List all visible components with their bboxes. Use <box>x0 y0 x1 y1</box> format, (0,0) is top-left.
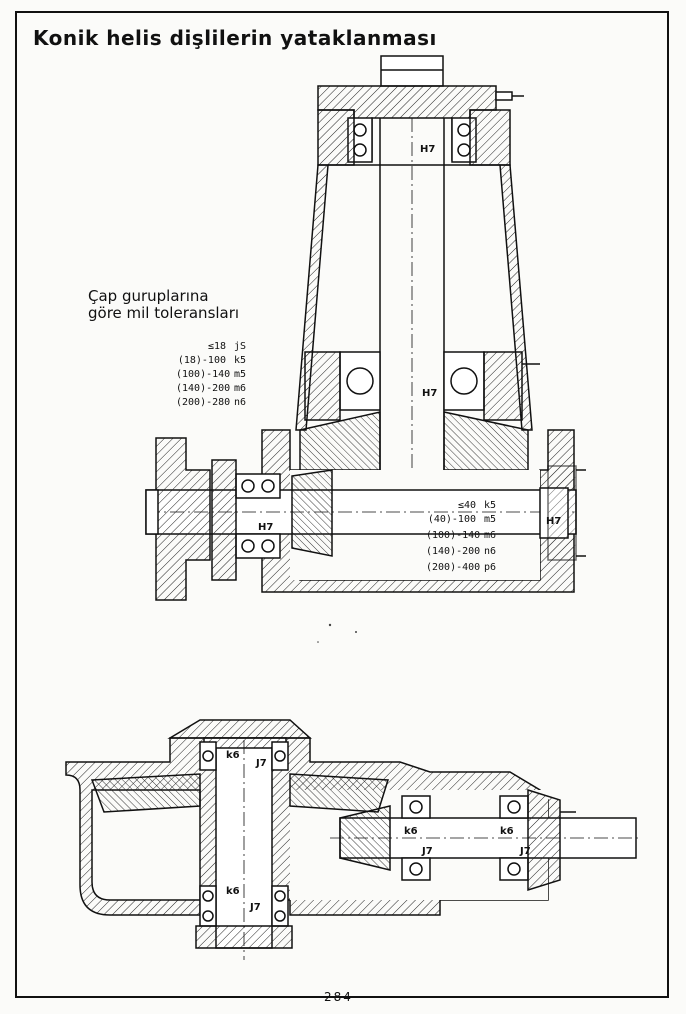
page-frame <box>15 11 669 998</box>
fit-mark-h7: H7 <box>420 144 436 155</box>
upper-gear-assembly <box>145 55 586 601</box>
lower-gear-assembly <box>65 719 640 960</box>
fit-mark-h7: H7 <box>546 516 562 527</box>
fit-mark-j7: J7 <box>520 846 531 857</box>
page-title: Konik helis dişlilerin yataklanması <box>33 26 437 50</box>
fit-mark-h7: H7 <box>422 388 438 399</box>
fit-mark-k6: k6 <box>500 826 514 837</box>
fit-mark-j7: J7 <box>256 758 267 769</box>
fit-mark-k6: k6 <box>404 826 418 837</box>
fit-mark-j7: J7 <box>250 902 261 913</box>
tolerance-heading-line-2: göre mil toleransları <box>88 304 240 322</box>
fit-mark-k6: k6 <box>226 750 240 761</box>
scan-specks <box>317 623 357 643</box>
fit-mark-k6: k6 <box>226 886 240 897</box>
fit-mark-j7: J7 <box>422 846 433 857</box>
page-number: 284 <box>324 990 353 1004</box>
fit-mark-h7: H7 <box>258 522 274 533</box>
tolerance-heading-line-1: Çap guruplarına <box>88 287 209 305</box>
